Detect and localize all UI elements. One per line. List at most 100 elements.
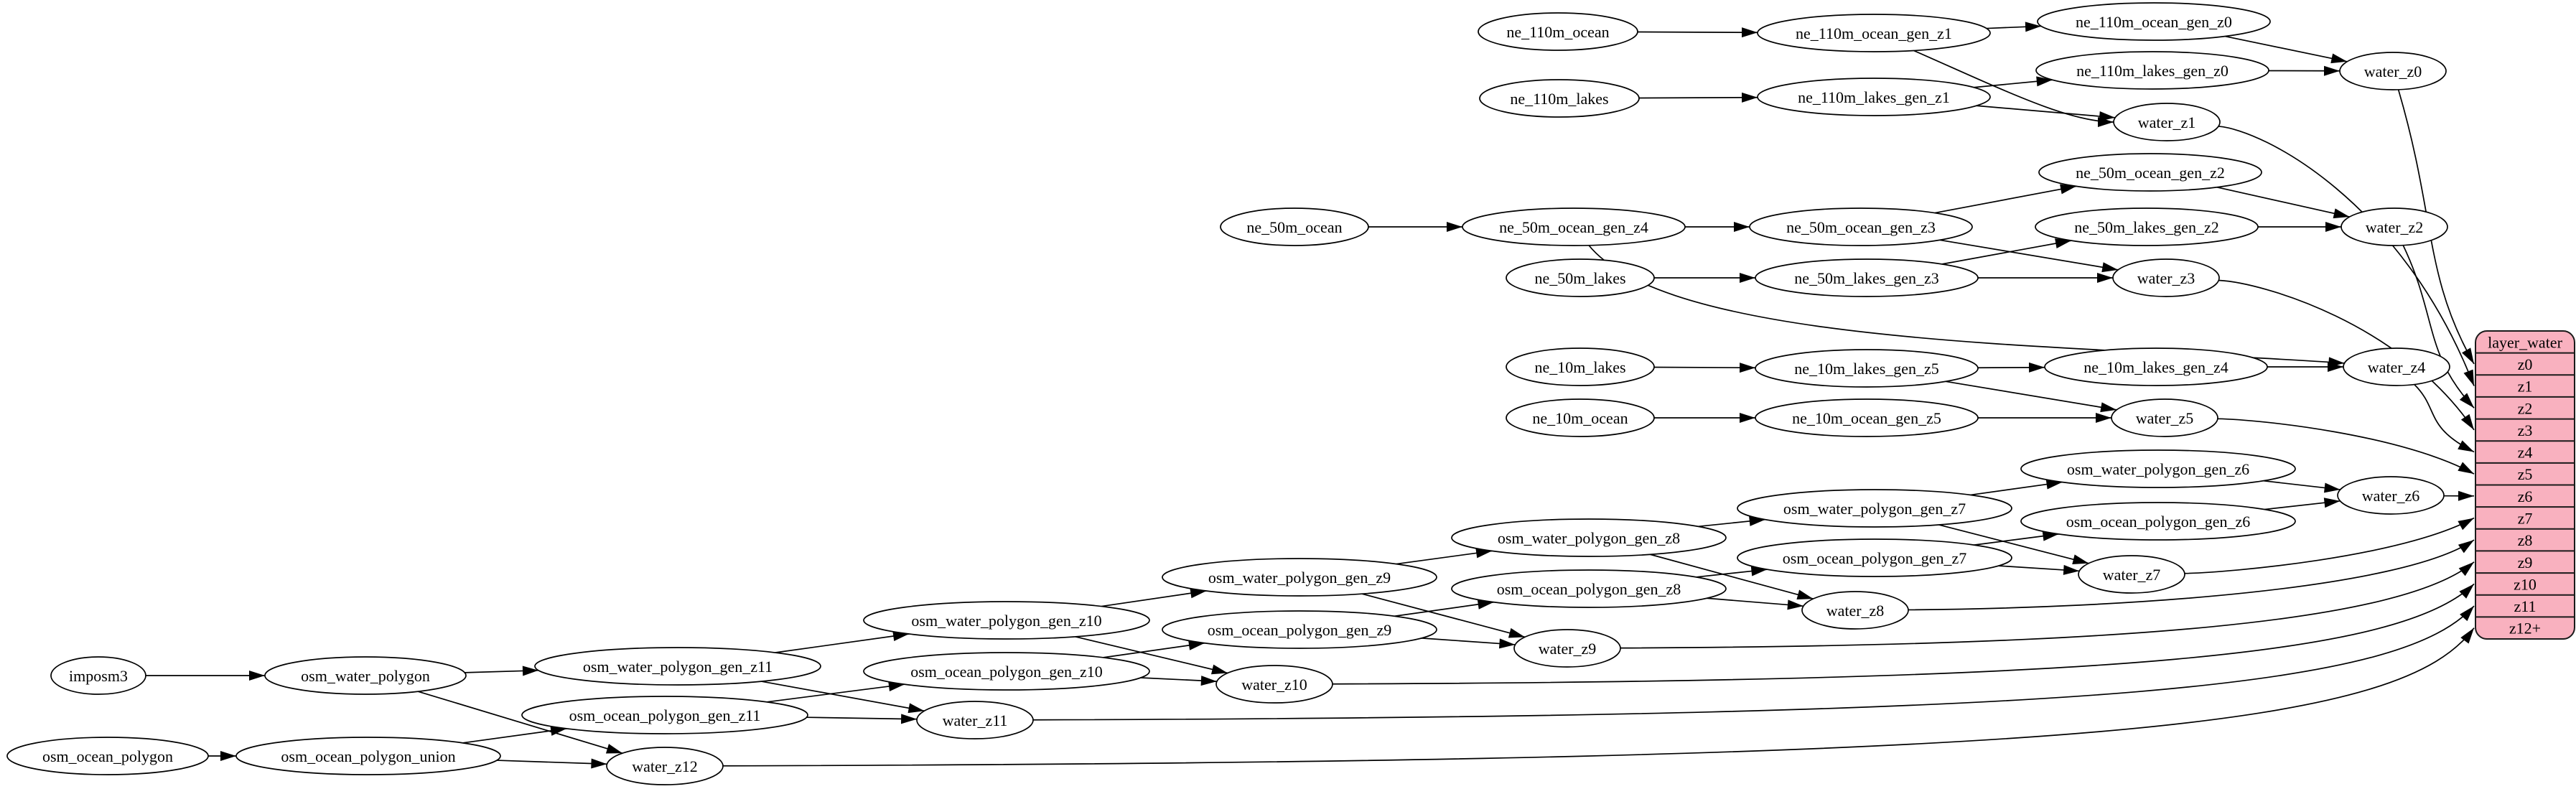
node-label-osm_ocean_polygon_gen_z8: osm_ocean_polygon_gen_z8 [1497,580,1681,598]
layer-water-row-z0: z0 [2518,355,2533,373]
layer-water-row-z8: z8 [2518,531,2533,549]
node-shape-ne_10m_ocean_gen_z5 [1755,398,1979,437]
node-shape-imposm3 [50,656,146,695]
edge-water_z4-to-layer_water-z4 [2414,383,2475,453]
node-ne_110m_ocean_gen_z1: ne_110m_ocean_gen_z1 [1757,14,1991,52]
node-label-osm_ocean_polygon_union: osm_ocean_polygon_union [281,747,455,765]
edge-water_z1-to-layer_water-z1 [2218,126,2475,386]
node-imposm3: imposm3 [50,656,146,695]
node-label-ne_50m_lakes_gen_z2: ne_50m_lakes_gen_z2 [2074,218,2219,236]
layer-water-row-z10: z10 [2514,575,2537,593]
node-ne_110m_lakes_gen_z0: ne_110m_lakes_gen_z0 [2035,51,2269,90]
edge-ne_110m_ocean_gen_z1-to-water_z1 [1913,50,2114,127]
node-shape-osm_ocean_polygon_gen_z7 [1737,538,2012,577]
node-shape-water_z3 [2112,258,2220,297]
node-shape-water_z12 [606,747,724,785]
node-label-water_z10: water_z10 [1241,676,1307,694]
node-label-water_z4: water_z4 [2368,358,2426,376]
edge-osm_ocean_polygon_gen_z11-to-osm_ocean_polygon_gen_z10 [766,681,905,703]
node-label-ne_110m_ocean: ne_110m_ocean [1506,23,1609,41]
node-water_z9: water_z9 [1513,629,1621,668]
node-ne_50m_ocean: ne_50m_ocean [1220,207,1369,246]
edge-ne_10m_lakes_gen_z5-to-water_z5 [1945,381,2117,413]
node-osm_ocean_polygon_gen_z10: osm_ocean_polygon_gen_z10 [863,652,1150,691]
node-label-water_z3: water_z3 [2137,269,2195,287]
node-osm_ocean_polygon_gen_z9: osm_ocean_polygon_gen_z9 [1162,610,1437,649]
node-ne_10m_ocean: ne_10m_ocean [1506,398,1655,437]
node-label-ne_110m_lakes_gen_z1: ne_110m_lakes_gen_z1 [1798,88,1950,106]
edge-ne_110m_ocean_gen_z0-to-water_z0 [2225,35,2348,64]
edge-osm_water_polygon_gen_z11-to-water_z11 [761,681,925,714]
node-ne_50m_ocean_gen_z2: ne_50m_ocean_gen_z2 [2038,153,2262,192]
node-shape-ne_50m_ocean_gen_z4 [1462,207,1686,246]
layer-water-row-z4: z4 [2518,444,2533,462]
node-water_z4: water_z4 [2343,347,2450,386]
node-osm_ocean_polygon_gen_z11: osm_ocean_polygon_gen_z11 [521,696,808,734]
node-label-ne_10m_ocean_gen_z5: ne_10m_ocean_gen_z5 [1792,409,1941,427]
node-osm_water_polygon_gen_z7: osm_water_polygon_gen_z7 [1737,489,2012,528]
node-label-ne_50m_ocean_gen_z3: ne_50m_ocean_gen_z3 [1786,218,1936,236]
edge-osm_water_polygon_gen_z9-to-osm_water_polygon_gen_z8 [1396,548,1493,565]
node-shape-ne_110m_ocean_gen_z0 [2037,2,2271,41]
node-label-ne_10m_lakes_gen_z5: ne_10m_lakes_gen_z5 [1794,360,1939,378]
edge-water_z5-to-layer_water-z5 [2217,418,2475,475]
edge-osm_ocean_polygon_union-to-water_z12 [496,758,607,769]
node-shape-osm_ocean_polygon_gen_z9 [1162,610,1437,649]
node-water_z11: water_z11 [916,701,1034,739]
node-osm_water_polygon_gen_z11: osm_water_polygon_gen_z11 [534,647,821,686]
node-label-osm_water_polygon_gen_z7: osm_water_polygon_gen_z7 [1783,500,1966,518]
node-water_z6: water_z6 [2337,476,2445,515]
node-ne_50m_ocean_gen_z3: ne_50m_ocean_gen_z3 [1749,207,1973,246]
edge-water_z11-to-layer_water-z11 [1032,605,2475,721]
layer-water-row-z3: z3 [2518,421,2533,439]
node-label-water_z2: water_z2 [2366,218,2424,236]
node-shape-osm_water_polygon_gen_z6 [2020,449,2296,488]
node-ne_110m_ocean: ne_110m_ocean [1478,12,1638,51]
node-label-water_z6: water_z6 [2362,487,2420,505]
layer-water-row-z7: z7 [2518,509,2533,527]
node-label-water_z12: water_z12 [632,757,698,775]
node-shape-water_z2 [2341,207,2448,246]
edge-ne_50m_lakes_gen_z3-to-ne_50m_lakes_gen_z2 [1941,238,2072,265]
node-label-water_z9: water_z9 [1539,640,1597,658]
node-label-ne_50m_ocean_gen_z2: ne_50m_ocean_gen_z2 [2076,164,2225,182]
node-label-osm_water_polygon_gen_z9: osm_water_polygon_gen_z9 [1208,569,1391,587]
edge-ne_110m_lakes_gen_z1-to-water_z1 [1976,105,2116,121]
node-ne_50m_lakes: ne_50m_lakes [1506,258,1655,297]
node-label-osm_ocean_polygon_gen_z11: osm_ocean_polygon_gen_z11 [569,706,761,724]
node-osm_water_polygon_gen_z9: osm_water_polygon_gen_z9 [1162,558,1437,597]
node-shape-osm_ocean_polygon_union [235,737,501,775]
node-label-osm_water_polygon_gen_z8: osm_water_polygon_gen_z8 [1498,529,1680,547]
edge-water_z9-to-layer_water-z9 [1620,561,2475,649]
node-ne_10m_lakes_gen_z4: ne_10m_lakes_gen_z4 [2044,347,2268,386]
edge-water_z7-to-layer_water-z7 [2184,517,2475,574]
edges-layer [146,22,2475,769]
node-shape-ne_110m_ocean_gen_z1 [1757,14,1991,52]
edge-ne_50m_ocean_gen_z3-to-ne_50m_ocean_gen_z2 [1934,184,2077,214]
node-label-osm_water_polygon_gen_z6: osm_water_polygon_gen_z6 [2067,460,2249,478]
node-shape-ne_50m_ocean_gen_z2 [2038,153,2262,192]
node-label-ne_10m_lakes: ne_10m_lakes [1534,358,1625,376]
edge-osm_ocean_polygon_gen_z8-to-water_z8 [1707,597,1803,610]
node-osm_ocean_polygon_gen_z7: osm_ocean_polygon_gen_z7 [1737,538,2012,577]
node-water_z5: water_z5 [2111,398,2218,437]
node-osm_water_polygon_gen_z6: osm_water_polygon_gen_z6 [2020,449,2296,488]
edge-osm_water_polygon_gen_z7-to-osm_water_polygon_gen_z6 [1970,479,2063,496]
node-shape-water_z10 [1215,665,1333,704]
node-shape-osm_water_polygon [264,656,467,695]
node-shape-ne_110m_lakes [1479,79,1640,118]
edge-ne_50m_ocean_gen_z3-to-water_z3 [1939,239,2119,273]
edge-water_z12-to-layer_water-z12+ [722,627,2475,767]
edge-osm_ocean_polygon_gen_z8-to-osm_ocean_polygon_gen_z7 [1696,566,1768,578]
layer-water-row-z2: z2 [2518,399,2533,417]
layer-water-row-z9: z9 [2518,554,2533,571]
node-label-ne_50m_ocean_gen_z4: ne_50m_ocean_gen_z4 [1499,218,1648,236]
node-label-ne_50m_lakes_gen_z3: ne_50m_lakes_gen_z3 [1794,269,1939,287]
node-shape-ne_10m_lakes_gen_z5 [1755,349,1979,388]
edge-ne_50m_ocean_gen_z2-to-water_z2 [2216,186,2350,219]
edge-water_z8-to-layer_water-z8 [1908,539,2475,611]
node-shape-water_z1 [2113,103,2221,141]
node-ne_10m_ocean_gen_z5: ne_10m_ocean_gen_z5 [1755,398,1979,437]
node-label-ne_50m_ocean: ne_50m_ocean [1246,218,1342,236]
